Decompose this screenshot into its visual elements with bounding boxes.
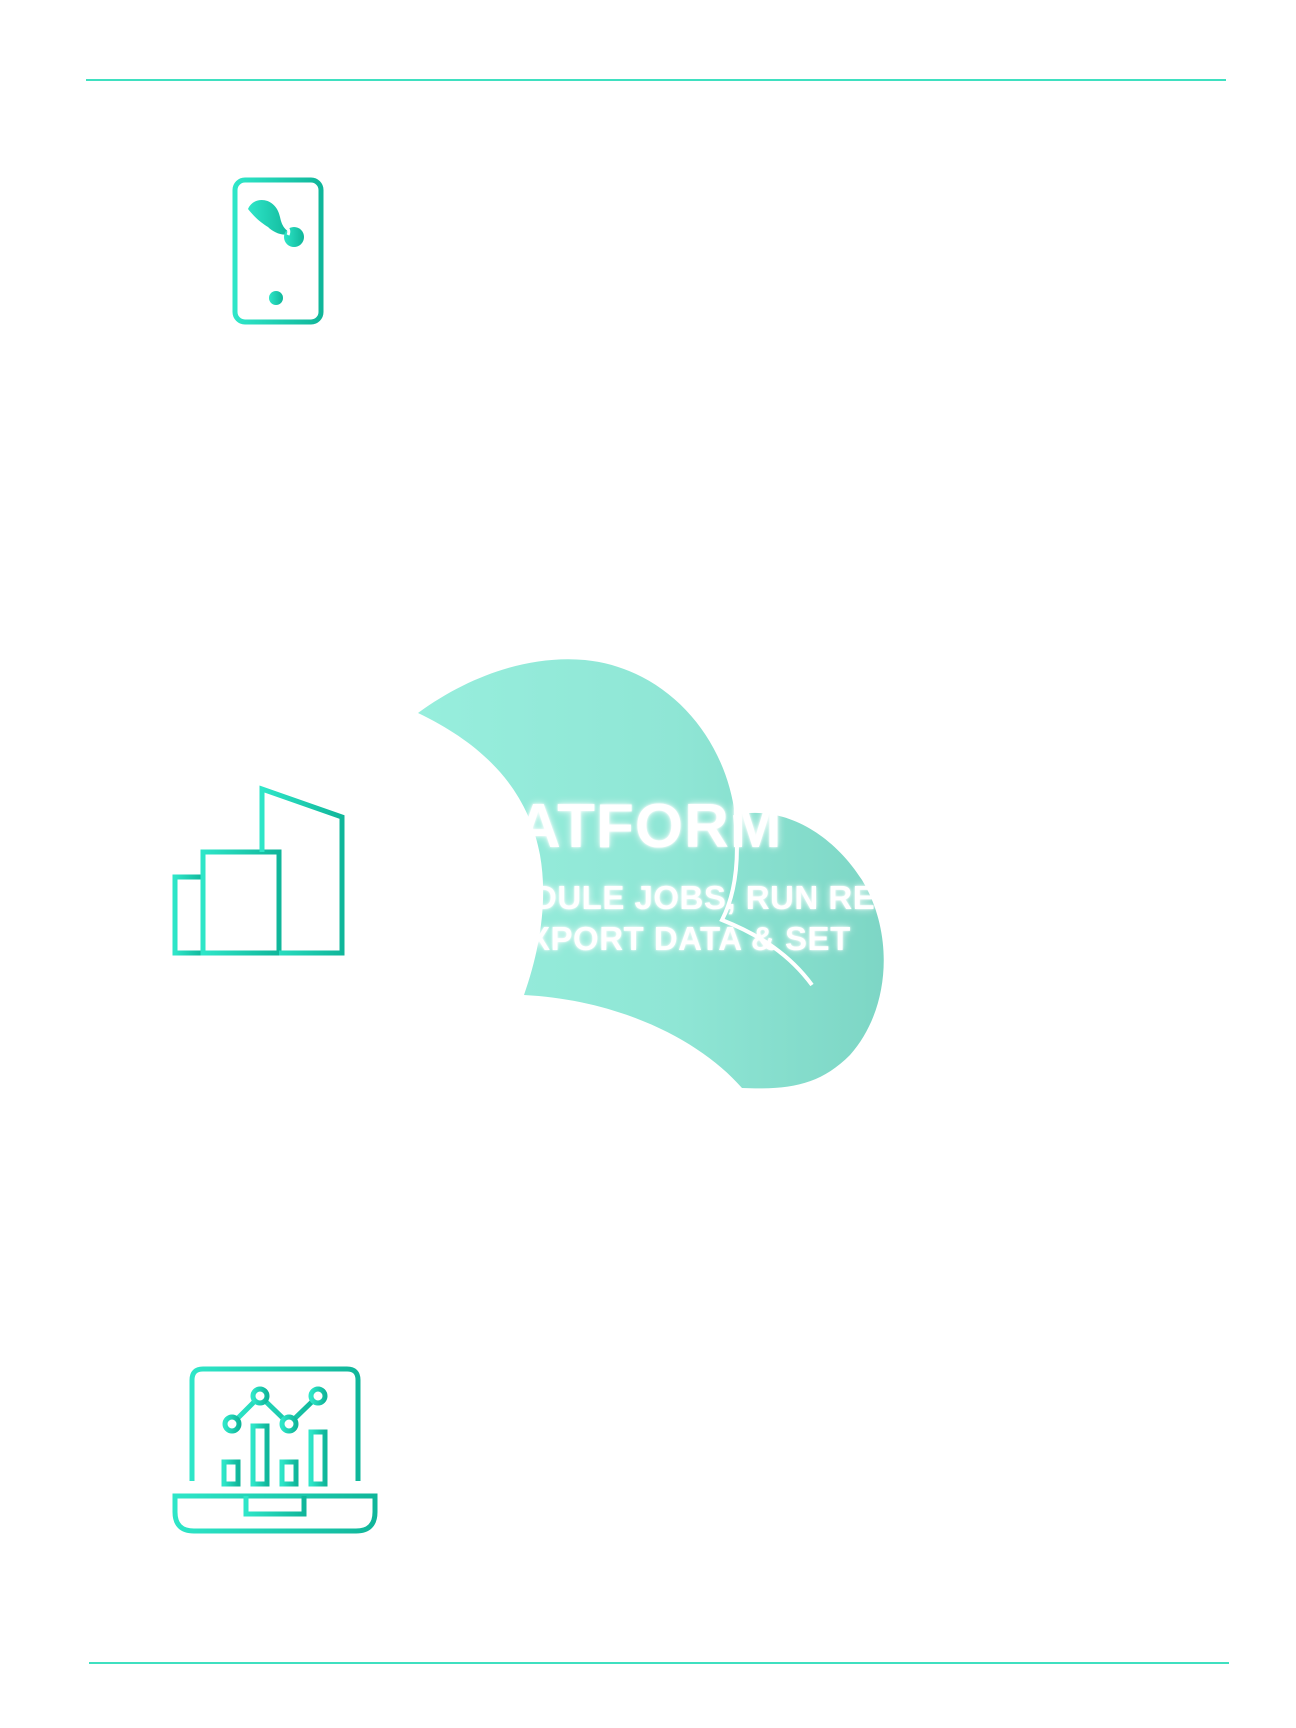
- laptop-analytics-icon: [172, 1366, 378, 1534]
- hero-headline: ATFORM: [516, 792, 783, 861]
- office-building-icon: [172, 785, 346, 956]
- hero-subline-2: XPORT DATA & SET: [528, 920, 851, 957]
- bottom-divider: [89, 1662, 1229, 1664]
- top-divider: [86, 79, 1226, 81]
- blob-shape: [418, 659, 884, 1089]
- hero-subline-1: DULE JOBS, RUN RE: [533, 879, 876, 916]
- smartphone-logo-icon: [232, 177, 324, 325]
